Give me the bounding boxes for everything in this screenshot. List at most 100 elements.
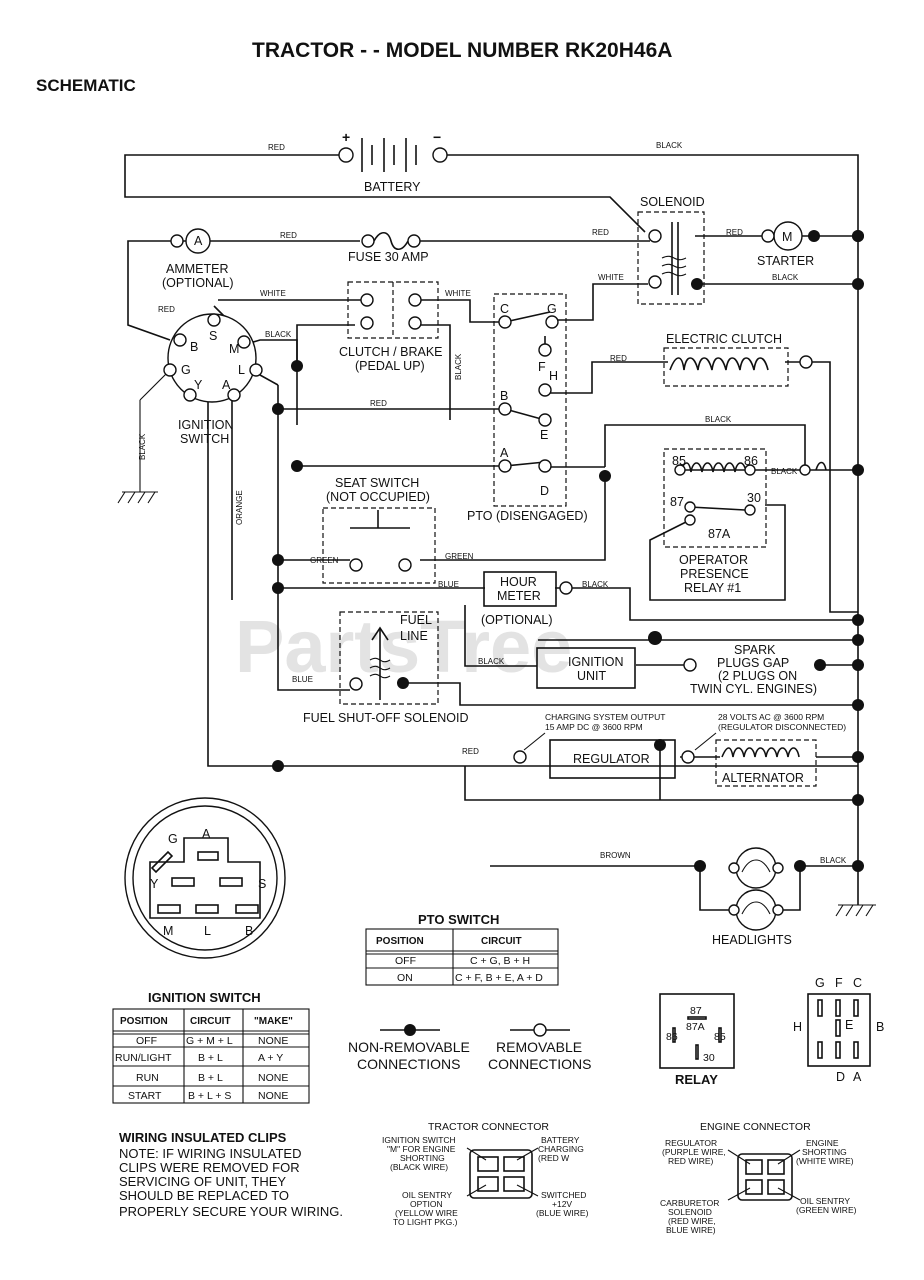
wire-orange: ORANGE [235,490,244,525]
ign-row-off-make: NONE [258,1035,288,1047]
tc-br-1: SWITCHED [541,1190,586,1200]
wire-red-regulator: RED [462,747,479,756]
pto-row-on-circuit: C + F, B + E, A + D [455,972,543,984]
spark-label-4: TWIN CYL. ENGINES) [690,682,817,696]
pto-diagram-g: G [815,976,825,990]
ec-left-3: RED WIRE) [668,1156,714,1166]
ec-right-2: SHORTING [802,1147,847,1157]
note-heading: WIRING INSULATED CLIPS [119,1130,287,1145]
plug-s: S [258,877,266,891]
wire-green-seat: GREEN [310,556,339,565]
ignition-table-title: IGNITION SWITCH [148,990,261,1005]
ignition-unit: IGNITION UNIT SPARK PLUGS GAP (2 PLUGS O… [536,643,826,696]
electric-clutch: ELECTRIC CLUTCH [663,332,813,387]
ign-row-runlight-position: RUN/LIGHT [115,1052,172,1064]
ignition-terminal-g: G [181,363,191,377]
note-line-3: SERVICING OF UNIT, THEY [119,1174,286,1189]
pto-terminal-b: B [500,389,508,403]
ign-row-runlight-circuit: B + L [198,1052,223,1064]
ignition-unit-label-1: IGNITION [568,655,624,669]
ignition-terminal-l: L [238,363,245,377]
pto-row-off-circuit: C + G, B + H [470,955,530,967]
tc-right-2: CHARGING [538,1144,584,1154]
ec-br-1: OIL SENTRY [800,1196,850,1206]
solenoid: SOLENOID [637,195,705,305]
ignition-terminal-m: M [229,342,239,356]
pto-label: PTO (DISENGAGED) [467,509,588,523]
wire-black-ignunit: BLACK [478,657,505,666]
ignition-terminal-b: B [190,340,198,354]
relay-label-2: PRESENCE [680,567,749,581]
page-subtitle: SCHEMATIC [36,76,136,95]
pto-switch-table: PTO SWITCH POSITION CIRCUIT OFF C + G, B… [365,912,559,986]
wires [117,154,876,917]
plug-l: L [204,924,211,938]
wire-white-ign: WHITE [260,289,286,298]
wire-red-pto: RED [370,399,387,408]
wire-black-battery: BLACK [656,141,683,150]
wire-black-ground: BLACK [138,433,147,460]
relay-pin-87a: 87A [708,527,731,541]
hour-meter-label-2: METER [497,589,541,603]
pto-diagram-f: F [835,976,843,990]
pto-diagram-e: E [845,1018,853,1032]
regulator-label: REGULATOR [573,752,650,766]
plug-g: G [168,832,178,846]
ign-row-off-circuit: G + M + L [186,1035,233,1047]
fuse-label: FUSE 30 AMP [348,250,429,264]
pto-terminal-d: D [540,484,549,498]
tractor-connector-title: TRACTOR CONNECTOR [428,1121,549,1133]
tc-bl-2: OPTION [410,1199,443,1209]
wire-green-relay: GREEN [445,552,474,561]
tc-bl-4: TO LIGHT PKG.) [393,1217,458,1227]
wire-blue-fuel: BLUE [292,675,313,684]
wire-red-battery: RED [268,143,285,152]
ignition-switch-label-2: SWITCH [180,432,229,446]
tc-left-1: IGNITION SWITCH [382,1135,456,1145]
ign-row-off-position: OFF [136,1035,157,1047]
relay-diagram-85: 85 [714,1031,726,1043]
relay-pin-85: 85 [672,454,686,468]
pto-terminal-h: H [549,369,558,383]
ign-header-circuit: CIRCUIT [190,1016,231,1027]
clutch-brake-label-2: (PEDAL UP) [355,359,425,373]
ignition-terminal-a: A [222,378,231,392]
pto-header-position: POSITION [376,936,424,947]
ign-row-start-position: START [128,1090,162,1102]
pto-diagram-c: C [853,976,862,990]
pto-terminal-c: C [500,302,509,316]
ec-br-2: (GREEN WIRE) [796,1205,857,1215]
relay-pin-86: 86 [744,454,758,468]
ign-row-run-make: NONE [258,1072,288,1084]
note-line-4: SHOULD BE REPLACED TO [119,1188,289,1203]
fuel-shutoff-solenoid: FUEL LINE FUEL SHUT-OFF SOLENOID [303,611,469,725]
ammeter-optional: (OPTIONAL) [162,276,234,290]
wire-brown-headlight: BROWN [600,851,631,860]
wire-red-ammeter: RED [280,231,297,240]
relay-pin-30: 30 [747,491,761,505]
ec-bl-4: BLUE WIRE) [666,1225,716,1235]
battery-plus: + [342,129,350,145]
solenoid-label: SOLENOID [640,195,705,209]
ign-row-runlight-make: A + Y [258,1052,283,1064]
alternator: ALTERNATOR 28 VOLTS AC @ 3600 RPM (REGUL… [694,712,846,787]
hour-meter-label-1: HOUR [500,575,537,589]
tc-br-2: +12V [552,1199,572,1209]
ec-bl-1: CARBURETOR [660,1198,719,1208]
clutch-brake-label-1: CLUTCH / BRAKE [339,345,443,359]
wire-red-starter: RED [726,228,743,237]
ign-header-make: "MAKE" [254,1016,293,1027]
ignition-switch-label-1: IGNITION [178,418,234,432]
electric-clutch-label: ELECTRIC CLUTCH [666,332,782,346]
pto-terminal-a: A [500,446,509,460]
pto-row-on-position: ON [397,972,413,984]
pto-row-off-position: OFF [395,955,416,967]
wire-black-headlight: BLACK [820,856,847,865]
wiring-note: WIRING INSULATED CLIPS NOTE: IF WIRING I… [119,1130,343,1219]
relay-pin-87: 87 [670,495,684,509]
headlights-label: HEADLIGHTS [712,933,792,947]
legend-non-removable-2: CONNECTIONS [357,1056,460,1072]
legend-removable-2: CONNECTIONS [488,1056,591,1072]
tc-left-4: (BLACK WIRE) [390,1162,448,1172]
battery: + − BATTERY [338,129,448,194]
